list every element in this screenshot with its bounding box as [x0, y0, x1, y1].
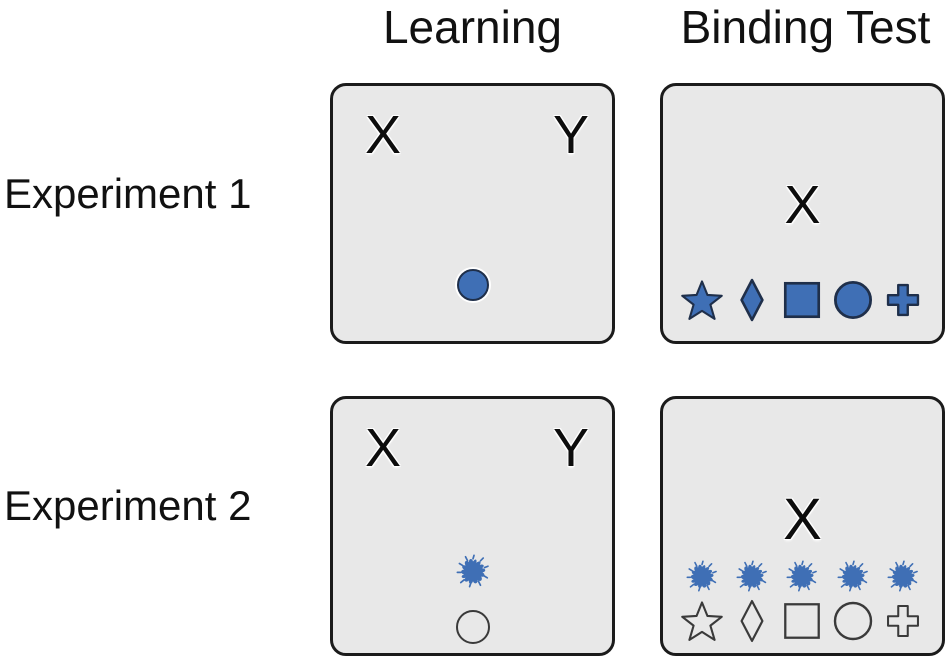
letter-x: X — [783, 487, 822, 552]
panel-experiment-2-binding-test: X — [660, 396, 945, 656]
panel-experiment-1-binding-test: X — [660, 83, 945, 344]
panel-experiment-1-learning: X Y — [330, 83, 615, 344]
square-icon[interactable] — [779, 598, 825, 644]
letter-y: Y — [553, 418, 590, 478]
plus-icon[interactable] — [880, 598, 926, 644]
circle-icon[interactable] — [830, 277, 876, 323]
star-icon[interactable] — [679, 277, 725, 323]
splat-icon[interactable] — [732, 557, 772, 595]
splat-icon[interactable] — [833, 557, 873, 595]
diamond-icon[interactable] — [729, 598, 775, 644]
shape-row-outline — [677, 599, 928, 643]
letter-x: X — [365, 418, 402, 478]
square-icon[interactable] — [779, 277, 825, 323]
letter-y: Y — [553, 105, 590, 165]
splat-icon[interactable] — [883, 557, 923, 595]
circle-icon[interactable] — [830, 598, 876, 644]
diamond-icon[interactable] — [729, 277, 775, 323]
circle-filled-icon — [456, 269, 489, 301]
panel-experiment-2-learning: X Y — [330, 396, 615, 656]
row-label-experiment-1: Experiment 1 — [4, 170, 252, 217]
shape-row-filled — [677, 276, 928, 324]
row-label-experiment-2: Experiment 2 — [4, 482, 252, 529]
splat-row — [677, 556, 928, 596]
letter-x: X — [365, 105, 402, 165]
splat-icon[interactable] — [682, 557, 722, 595]
column-header-binding-test: Binding Test — [680, 1, 931, 53]
circle-outline-icon — [455, 610, 490, 644]
splat-icon — [456, 554, 490, 588]
letter-x: X — [784, 175, 821, 235]
column-header-learning: Learning — [382, 1, 563, 53]
star-icon[interactable] — [679, 598, 725, 644]
plus-icon[interactable] — [880, 277, 926, 323]
splat-icon[interactable] — [782, 557, 822, 595]
